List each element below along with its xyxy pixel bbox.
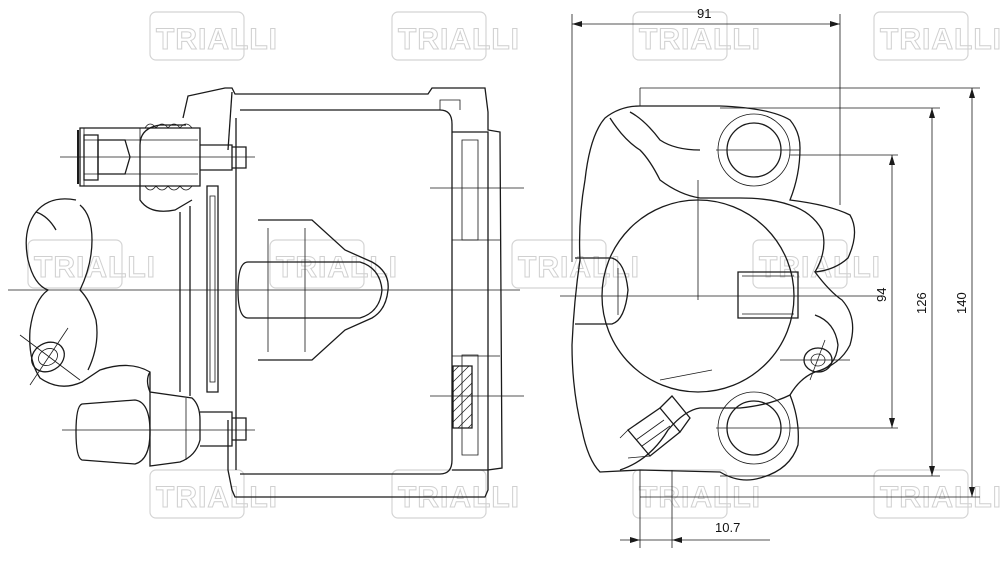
- dimension-offset-label: 10.7: [715, 520, 740, 535]
- dimension-height-mid-label: 126: [914, 292, 929, 314]
- watermark-logo: TRIALLI: [632, 469, 761, 519]
- section-hatching: [452, 365, 473, 429]
- watermark-logo: TRIALLI: [873, 469, 1000, 519]
- svg-text:TRIALLI: TRIALLI: [880, 23, 1000, 56]
- watermark-logo: TRIALLI: [269, 239, 398, 289]
- dimension-height-inner-label: 94: [874, 288, 889, 302]
- svg-text:TRIALLI: TRIALLI: [639, 23, 761, 56]
- svg-text:TRIALLI: TRIALLI: [398, 23, 520, 56]
- lower-guide-pin: [75, 371, 247, 467]
- dimension-width-label: 91: [697, 6, 711, 21]
- upper-guide-pin: [77, 123, 247, 191]
- dimension-lines: [571, 14, 980, 548]
- svg-text:TRIALLI: TRIALLI: [639, 481, 761, 514]
- svg-text:TRIALLI: TRIALLI: [880, 481, 1000, 514]
- svg-text:TRIALLI: TRIALLI: [34, 251, 156, 284]
- svg-text:TRIALLI: TRIALLI: [276, 251, 398, 284]
- watermark-logo: TRIALLI: [391, 469, 519, 519]
- watermark-logo: TRIALLI: [149, 469, 277, 519]
- dimension-height-outer-label: 140: [954, 292, 969, 314]
- watermark-logo: TRIALLI: [391, 11, 520, 61]
- watermark-logo: TRIALLI: [752, 239, 880, 289]
- watermark-logo: TRIALLI: [632, 11, 761, 61]
- watermark-layer: TRIALLI TRIALLI TRIALLI TRIALLI TRIALLI …: [27, 11, 1000, 519]
- caliper-front-view: [560, 105, 880, 481]
- watermark-logo: TRIALLI: [873, 11, 1000, 61]
- watermark-logo: TRIALLI: [149, 11, 278, 61]
- caliper-side-view: [8, 87, 524, 498]
- svg-text:TRIALLI: TRIALLI: [156, 23, 278, 56]
- watermark-logo: TRIALLI: [27, 239, 156, 289]
